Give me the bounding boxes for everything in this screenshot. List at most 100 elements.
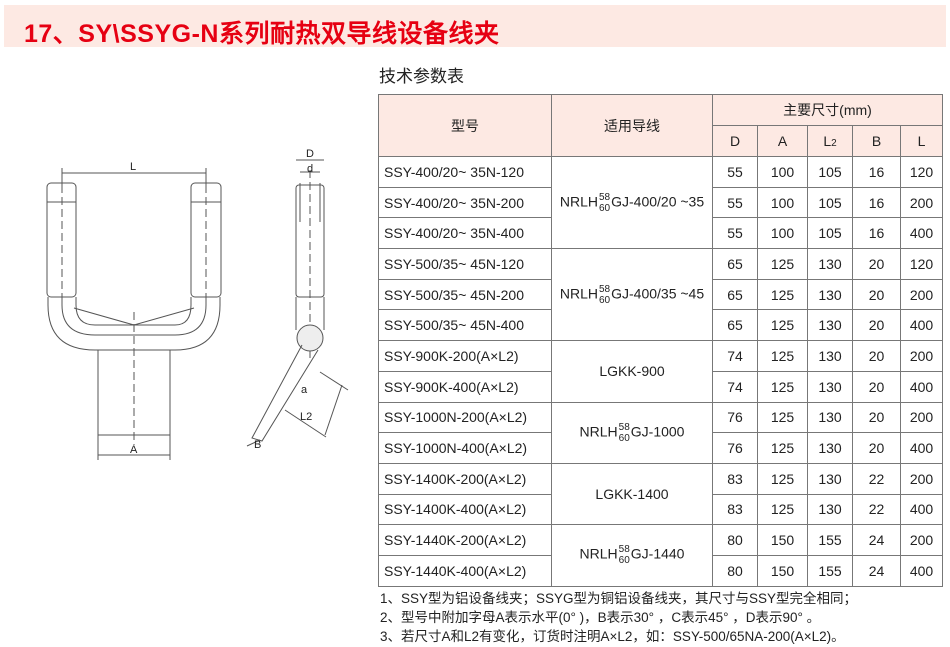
- model-cell: SSY-400/20~ 35N-200: [378, 186, 552, 219]
- dim-D-cell: 65: [712, 248, 758, 280]
- page-title: 17、SY\SSYG-N系列耐热双导线设备线夹: [24, 20, 500, 48]
- dim-L-cell: 200: [900, 462, 943, 495]
- dim-L-cell: 120: [900, 156, 943, 188]
- header-A: A: [757, 125, 808, 157]
- dim-A-cell: 100: [757, 156, 808, 188]
- dim-L-cell: 400: [900, 370, 943, 403]
- dim-A-cell: 125: [757, 309, 808, 342]
- dim-A-cell: 125: [757, 278, 808, 311]
- dim-L2-cell: 105: [807, 217, 853, 250]
- dim-L-cell: 400: [900, 493, 943, 526]
- dim-B-cell: 20: [852, 278, 901, 311]
- model-cell: SSY-900K-400(A×L2): [378, 370, 552, 403]
- dim-L-cell: 200: [900, 340, 943, 372]
- dim-B-cell: 20: [852, 370, 901, 403]
- dim-L2-cell: 130: [807, 432, 853, 464]
- dim-B-cell: 16: [852, 217, 901, 250]
- model-cell: SSY-1400K-200(A×L2): [378, 462, 552, 495]
- dim-L2-cell: 130: [807, 309, 853, 342]
- model-cell: SSY-1440K-200(A×L2): [378, 524, 552, 556]
- dim-D-cell: 55: [712, 186, 758, 219]
- model-cell: SSY-500/35~ 45N-120: [378, 248, 552, 280]
- dim-B-cell: 22: [852, 493, 901, 526]
- dim-L2-cell: 130: [807, 340, 853, 372]
- notes: 1、SSY型为铝设备线夹；SSYG型为铜铝设备线夹，其尺寸与SSY型完全相同； …: [380, 589, 857, 646]
- dim-L-cell: 200: [900, 186, 943, 219]
- conductor-cell: LGKK-900: [551, 340, 713, 403]
- model-cell: SSY-500/35~ 45N-200: [378, 278, 552, 311]
- dim-D-cell: 55: [712, 217, 758, 250]
- model-cell: SSY-500/35~ 45N-400: [378, 309, 552, 342]
- dim-B-cell: 24: [852, 554, 901, 587]
- dim-L2-cell: 130: [807, 278, 853, 311]
- note: 2、型号中附加字母A表示水平(0° )，B表示30° ，C表示45° ，D表示9…: [380, 610, 821, 625]
- dim-L-cell: 200: [900, 278, 943, 311]
- model-cell: SSY-400/20~ 35N-120: [378, 156, 552, 188]
- dim-A-cell: 125: [757, 493, 808, 526]
- header-model: 型号: [378, 94, 552, 157]
- dim-D-cell: 80: [712, 554, 758, 587]
- header-conductor: 适用导线: [551, 94, 713, 157]
- dim-A-cell: 125: [757, 340, 808, 372]
- spec-table: 型号 适用导线 主要尺寸(mm) D A L2 B L SSY-400/20~ …: [378, 94, 943, 587]
- dim-D-cell: 65: [712, 309, 758, 342]
- dim-D-cell: 65: [712, 278, 758, 311]
- dim-L-cell: 120: [900, 248, 943, 280]
- dim-A-cell: 150: [757, 524, 808, 556]
- note: 1、SSY型为铝设备线夹；SSYG型为铜铝设备线夹，其尺寸与SSY型完全相同；: [380, 591, 858, 606]
- header-B: B: [852, 125, 901, 157]
- table-title: 技术参数表: [379, 67, 464, 86]
- dim-B-cell: 24: [852, 524, 901, 556]
- model-cell: SSY-1400K-400(A×L2): [378, 493, 552, 526]
- dim-L2-cell: 130: [807, 462, 853, 495]
- header-L2: L2: [807, 125, 853, 157]
- dim-A-cell: 125: [757, 432, 808, 464]
- header-dimensions: 主要尺寸(mm): [712, 94, 943, 126]
- dim-D-cell: 74: [712, 340, 758, 372]
- model-cell: SSY-400/20~ 35N-400: [378, 217, 552, 250]
- dim-B-cell: 20: [852, 432, 901, 464]
- dim-L2-cell: 130: [807, 370, 853, 403]
- dim-A-cell: 125: [757, 248, 808, 280]
- front-view: [46, 168, 222, 460]
- dim-L-cell: 400: [900, 432, 943, 464]
- dim-D-cell: 76: [712, 432, 758, 464]
- dim-B-cell: 20: [852, 309, 901, 342]
- clamp-drawing: L A D d a L2 B: [46, 148, 349, 460]
- dim-A-cell: 125: [757, 401, 808, 434]
- label-B: B: [254, 439, 261, 451]
- dim-L2-cell: 105: [807, 156, 853, 188]
- label-d: d: [307, 163, 313, 175]
- dim-L-cell: 400: [900, 554, 943, 587]
- dim-B-cell: 22: [852, 462, 901, 495]
- dim-D-cell: 83: [712, 462, 758, 495]
- conductor-cell: LGKK-1400: [551, 462, 713, 526]
- side-view: [246, 159, 349, 447]
- dim-A-cell: 125: [757, 462, 808, 495]
- dim-A-cell: 100: [757, 217, 808, 250]
- dim-L2-cell: 105: [807, 186, 853, 219]
- dim-A-cell: 125: [757, 370, 808, 403]
- dim-D-cell: 76: [712, 401, 758, 434]
- dim-D-cell: 83: [712, 493, 758, 526]
- dim-B-cell: 20: [852, 248, 901, 280]
- note: 3、若尺寸A和L2有变化，订货时注明A×L2，如：SSY-500/65NA-20…: [380, 629, 845, 644]
- dim-B-cell: 20: [852, 340, 901, 372]
- title-bar: 17、SY\SSYG-N系列耐热双导线设备线夹: [4, 5, 946, 48]
- dim-L-cell: 400: [900, 217, 943, 250]
- dim-A-cell: 100: [757, 186, 808, 219]
- dim-A-cell: 150: [757, 554, 808, 587]
- label-D: D: [306, 148, 314, 160]
- dim-L-cell: 200: [900, 401, 943, 434]
- dim-D-cell: 74: [712, 370, 758, 403]
